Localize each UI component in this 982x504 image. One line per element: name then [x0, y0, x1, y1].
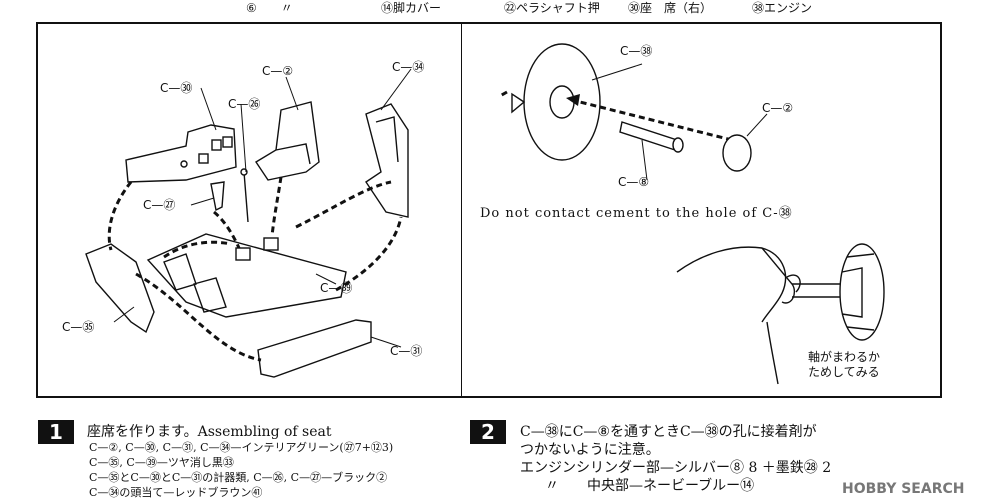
label-c8: C—⑧ — [618, 175, 650, 189]
step-2-badge: 2 — [470, 420, 506, 444]
hand-turning-engine-illustration — [676, 243, 885, 385]
label-c2-seat: C—② — [262, 64, 294, 78]
legend-item-38: ㊳エンジン — [752, 1, 813, 15]
legend-item-30: ㉚座 席（右） — [628, 1, 713, 15]
lower-panel-part — [257, 319, 372, 378]
label-c35: C—㉟ — [62, 320, 95, 334]
shaft-part — [619, 121, 684, 153]
engine-disc-part — [499, 43, 601, 161]
step-1-line: C—㉟とC—㉚とC—㉛の計器類, C—㉖, C—㉗—ブラック② — [89, 471, 388, 484]
step-2-line-3: エンジンシリンダー部—シルバー⑧ 8 ＋墨鉄㉘ 2 — [520, 460, 832, 476]
cap-part — [722, 134, 752, 172]
label-c2-cap: C—② — [762, 101, 794, 115]
check-note-line2: ためしてみる — [808, 365, 880, 379]
label-c38: C—㊳ — [620, 44, 653, 58]
step-1-line: C—㉞の頭当て—レッドブラウン㊶ — [89, 486, 263, 499]
engine-assembly-diagram — [499, 43, 885, 385]
step-2-line-4: 〃 中央部—ネービーブルー⑭ — [545, 478, 755, 494]
pin-part — [243, 171, 249, 223]
lever-part — [210, 181, 225, 212]
legend-item-14: ⑭脚カバー — [381, 1, 442, 15]
legend-item-6: ⑥ 〃 — [246, 1, 293, 15]
floor-part — [146, 233, 347, 318]
headrest-part — [365, 103, 409, 218]
step-2-line-1: C—㊳にC—⑧を通すときC—㊳の孔に接着剤が — [520, 424, 817, 440]
watermark-logo: HOBBY SEARCH — [842, 481, 965, 497]
seat-assembly-diagram — [85, 68, 412, 378]
step-2-line-2: つかないように注意。 — [520, 442, 660, 458]
instrument-panel-part — [125, 124, 237, 183]
step-1-line: C—②, C—㉚, C—㉛, C—㉞—インテリアグリーン(㉗7+⑫3) — [89, 441, 394, 454]
check-note-line1: 軸がまわるか — [808, 350, 881, 364]
label-c30: C—㉚ — [160, 81, 193, 95]
step-1-line: C—㉟, C—㊴—ツヤ消し黒㉝ — [89, 456, 234, 469]
seat-part — [255, 101, 320, 181]
legend-item-22: ㉒ペラシャフト押 — [504, 1, 600, 15]
diagram-frame — [36, 22, 942, 398]
label-c27: C—㉗ — [143, 198, 176, 212]
side-panel-part — [85, 243, 155, 334]
cement-warning-note: Do not contact cement to the hole of C-㊳ — [480, 206, 793, 221]
step-1-title: 座席を作ります。Assembling of seat — [87, 424, 332, 440]
step-1-badge: 1 — [38, 420, 74, 444]
label-c26: C—㉖ — [228, 97, 261, 111]
label-c39: C—㊴ — [320, 281, 353, 295]
label-c34: C—㉞ — [392, 60, 425, 74]
label-c31: C—㉛ — [390, 344, 423, 358]
panel-divider — [461, 24, 462, 396]
